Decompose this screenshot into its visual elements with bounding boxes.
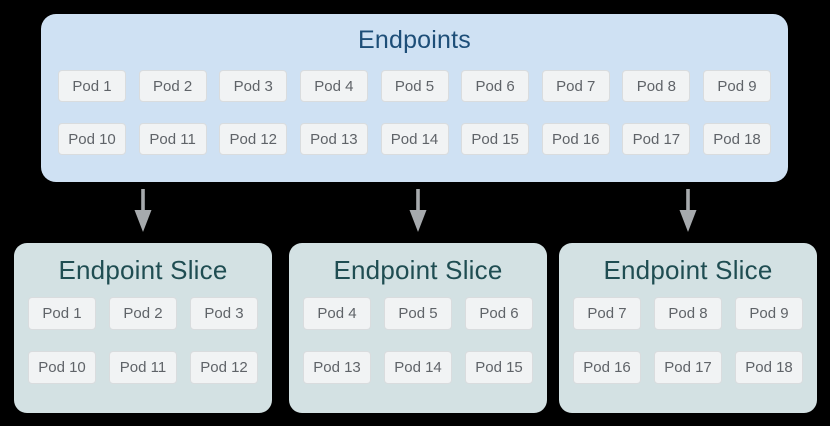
pod-box: Pod 3 [219,70,288,102]
slice-1-pod-row-1: Pod 1 Pod 2 Pod 3 [28,297,258,330]
pod-box: Pod 3 [190,297,258,330]
pod-box: Pod 7 [541,70,610,102]
slice-1-pod-row-2: Pod 10 Pod 11 Pod 12 [28,351,258,384]
pod-box: Pod 9 [735,297,803,330]
pod-box: Pod 2 [138,70,207,102]
pod-box: Pod 11 [109,351,177,384]
arrow-down-icon [409,189,427,232]
pod-box: Pod 12 [219,123,288,155]
pod-box: Pod 18 [703,123,771,155]
slice-2-pod-row-1: Pod 4 Pod 5 Pod 6 [303,297,533,330]
pod-box: Pod 11 [138,123,207,155]
pod-box: Pod 2 [109,297,177,330]
pod-box: Pod 10 [58,123,126,155]
pod-box: Pod 9 [703,70,771,102]
arrow-down-icon [134,189,152,232]
pod-box: Pod 6 [461,70,530,102]
slice-3-pod-row-2: Pod 16 Pod 17 Pod 18 [573,351,803,384]
pod-box: Pod 4 [303,297,371,330]
pod-box: Pod 17 [654,351,722,384]
endpoint-slice-title: Endpoint Slice [333,255,503,285]
endpoint-slice-title: Endpoint Slice [603,255,773,285]
pod-box: Pod 13 [303,351,371,384]
slice-2-pod-row-2: Pod 13 Pod 14 Pod 15 [303,351,533,384]
pod-box: Pod 16 [541,123,610,155]
endpoint-slice-box-3: Endpoint Slice Pod 7 Pod 8 Pod 9 Pod 16 … [559,243,817,413]
slice-3-pod-row-1: Pod 7 Pod 8 Pod 9 [573,297,803,330]
arrow-down-icon [679,189,697,232]
pod-box: Pod 13 [299,123,368,155]
pod-box: Pod 12 [190,351,258,384]
pod-box: Pod 16 [573,351,641,384]
endpoints-box: Endpoints Pod 1 Pod 2 Pod 3 Pod 4 Pod 5 … [41,14,788,182]
pod-box: Pod 5 [380,70,449,102]
pod-box: Pod 7 [573,297,641,330]
pod-box: Pod 15 [461,123,530,155]
pod-box: Pod 1 [28,297,96,330]
endpoint-slice-box-2: Endpoint Slice Pod 4 Pod 5 Pod 6 Pod 13 … [289,243,547,413]
pod-box: Pod 14 [380,123,449,155]
pod-box: Pod 1 [58,70,126,102]
endpoints-pod-row-2: Pod 10 Pod 11 Pod 12 Pod 13 Pod 14 Pod 1… [58,123,771,155]
pod-box: Pod 15 [465,351,533,384]
pod-box: Pod 10 [28,351,96,384]
pod-box: Pod 17 [622,123,691,155]
endpoint-slice-title: Endpoint Slice [58,255,228,285]
pod-box: Pod 6 [465,297,533,330]
pod-box: Pod 8 [654,297,722,330]
pod-box: Pod 14 [384,351,452,384]
pod-box: Pod 4 [299,70,368,102]
pod-box: Pod 5 [384,297,452,330]
endpoints-title: Endpoints [358,26,471,54]
pod-box: Pod 8 [622,70,691,102]
endpoints-pod-row-1: Pod 1 Pod 2 Pod 3 Pod 4 Pod 5 Pod 6 Pod … [58,70,771,102]
endpoint-slice-box-1: Endpoint Slice Pod 1 Pod 2 Pod 3 Pod 10 … [14,243,272,413]
pod-box: Pod 18 [735,351,803,384]
